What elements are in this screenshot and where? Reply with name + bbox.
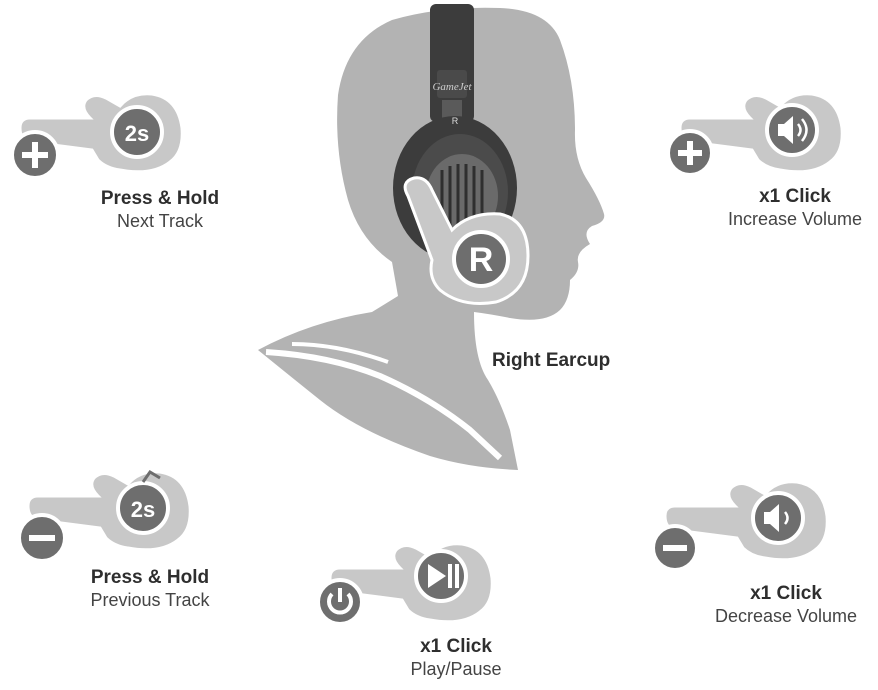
play-pause-function: Play/Pause [410,658,502,679]
earcup-grille [440,164,484,228]
next-track-graphic: 2s [10,92,184,180]
svg-text:R: R [452,116,459,126]
badge-text: 2s [131,497,155,522]
increase-volume-label: x1 Click Increase Volume [710,186,878,230]
earcup-hand: R [403,176,530,305]
play-pause-action: x1 Click [420,636,492,657]
next-track-action: Press & Hold [100,188,220,209]
timer-2s-icon [116,481,170,535]
next-track-label: Press & Hold Next Track [80,188,240,232]
decrease-volume-graphic [651,480,829,572]
previous-track-label: Press & Hold Previous Track [60,567,240,611]
play-pause-label: x1 Click Play/Pause [376,636,536,680]
decrease-volume-function: Decrease Volume [714,605,858,626]
right-earcup-label: Right Earcup [492,350,611,371]
previous-track-action: Press & Hold [90,567,210,588]
timer-2s-icon [110,105,164,159]
earcup-r-badge [452,230,510,288]
play-pause-graphic [316,542,494,626]
previous-track-function: Previous Track [90,589,210,610]
earcup-letter: R [469,241,494,279]
increase-volume-function: Increase Volume [727,208,863,229]
decrease-volume-label: x1 Click Decrease Volume [700,583,872,627]
decrease-volume-action: x1 Click [750,583,822,604]
previous-track-graphic: 2s [17,469,192,563]
increase-volume-action: x1 Click [759,186,831,207]
brand-logo: GameJet [432,81,472,93]
next-track-function: Next Track [116,210,204,231]
badge-text: 2s [125,121,149,146]
increase-volume-graphic [666,92,844,177]
